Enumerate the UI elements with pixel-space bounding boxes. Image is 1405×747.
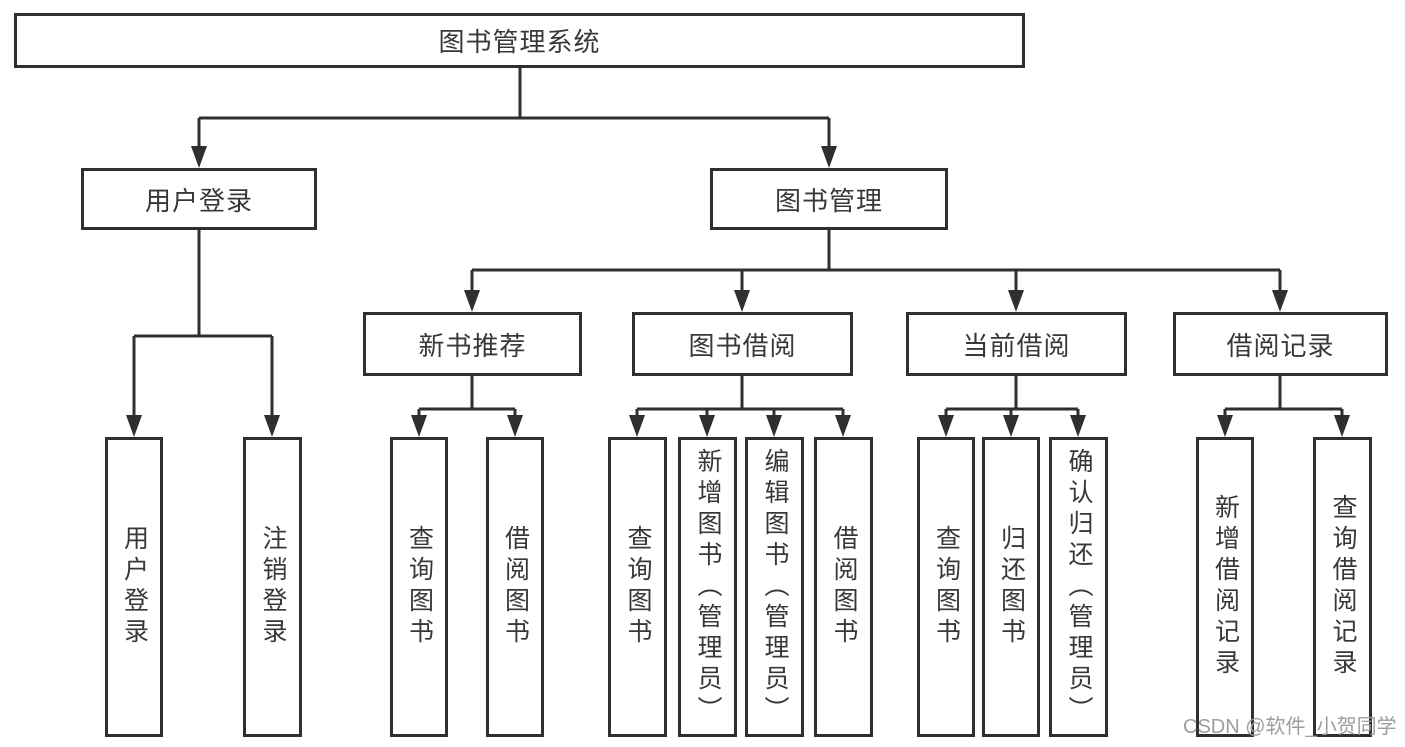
arrowhead-down-icon [507, 415, 523, 437]
leaf-label: 用户登录 [120, 525, 149, 649]
node-borrowing-records: 借阅记录 [1173, 312, 1388, 376]
leaf-label: 查询借阅记录 [1329, 494, 1357, 680]
leaf-query-books: 查询图书 [390, 437, 448, 737]
arrowhead-down-icon [464, 290, 480, 312]
leaf-label: 注销登录 [259, 525, 287, 649]
arrowhead-down-icon [734, 290, 750, 312]
node-label: 图书管理 [774, 185, 883, 216]
leaf-return-books: 归还图书 [982, 437, 1040, 737]
leaf-label: 归还图书 [997, 525, 1026, 649]
arrowhead-down-icon [191, 146, 207, 168]
arrowhead-down-icon [1008, 290, 1024, 312]
node-book-management: 图书管理 [710, 168, 948, 230]
arrowhead-down-icon [1070, 415, 1086, 437]
node-label: 当前借阅 [962, 330, 1071, 361]
leaf-borrow-books: 借阅图书 [814, 437, 873, 737]
arrowhead-down-icon [821, 146, 837, 168]
arrowhead-down-icon [411, 415, 427, 437]
node-label: 借阅记录 [1226, 330, 1335, 361]
leaf-logout: 注销登录 [243, 437, 302, 737]
arrowhead-down-icon [1334, 415, 1350, 437]
leaf-label: 确认归还（管理员） [1065, 447, 1093, 727]
leaf-user-login: 用户登录 [105, 437, 163, 737]
leaf-label: 借阅图书 [501, 525, 530, 649]
arrowhead-down-icon [629, 415, 645, 437]
watermark: CSDN @软件_小贺同学 [1183, 716, 1397, 738]
arrowhead-down-icon [766, 415, 782, 437]
leaf-label: 新增图书（管理员） [694, 447, 722, 727]
arrowhead-down-icon [1003, 415, 1019, 437]
node-label: 图书管理系统 [438, 27, 601, 57]
leaf-edit-books-admin: 编辑图书（管理员） [745, 437, 804, 737]
node-current-borrowing: 当前借阅 [906, 312, 1127, 376]
leaf-label: 查询图书 [932, 525, 961, 649]
node-label: 图书借阅 [688, 330, 797, 361]
leaf-label: 查询图书 [405, 525, 434, 649]
leaf-add-books-admin: 新增图书（管理员） [678, 437, 737, 737]
leaf-label: 编辑图书（管理员） [761, 447, 789, 727]
leaf-confirm-return-admin: 确认归还（管理员） [1049, 437, 1108, 737]
arrowhead-down-icon [126, 415, 142, 437]
leaf-label: 新增借阅记录 [1211, 494, 1240, 680]
node-label: 新书推荐 [418, 330, 527, 361]
arrowhead-down-icon [835, 415, 851, 437]
leaf-add-borrow-record: 新增借阅记录 [1196, 437, 1254, 737]
node-new-book-recommendation: 新书推荐 [363, 312, 582, 376]
node-library-management-system: 图书管理系统 [14, 13, 1025, 68]
leaf-borrow-books: 借阅图书 [486, 437, 544, 737]
leaf-query-borrow-record: 查询借阅记录 [1313, 437, 1372, 737]
node-book-borrowing: 图书借阅 [632, 312, 853, 376]
node-user-login: 用户登录 [81, 168, 317, 230]
node-label: 用户登录 [144, 185, 253, 216]
arrowhead-down-icon [699, 415, 715, 437]
arrowhead-down-icon [1217, 415, 1233, 437]
leaf-query-books: 查询图书 [608, 437, 667, 737]
arrowhead-down-icon [938, 415, 954, 437]
arrowhead-down-icon [264, 415, 280, 437]
arrowhead-down-icon [1272, 290, 1288, 312]
leaf-label: 查询图书 [624, 525, 652, 649]
leaf-label: 借阅图书 [830, 525, 858, 649]
leaf-query-books: 查询图书 [917, 437, 975, 737]
